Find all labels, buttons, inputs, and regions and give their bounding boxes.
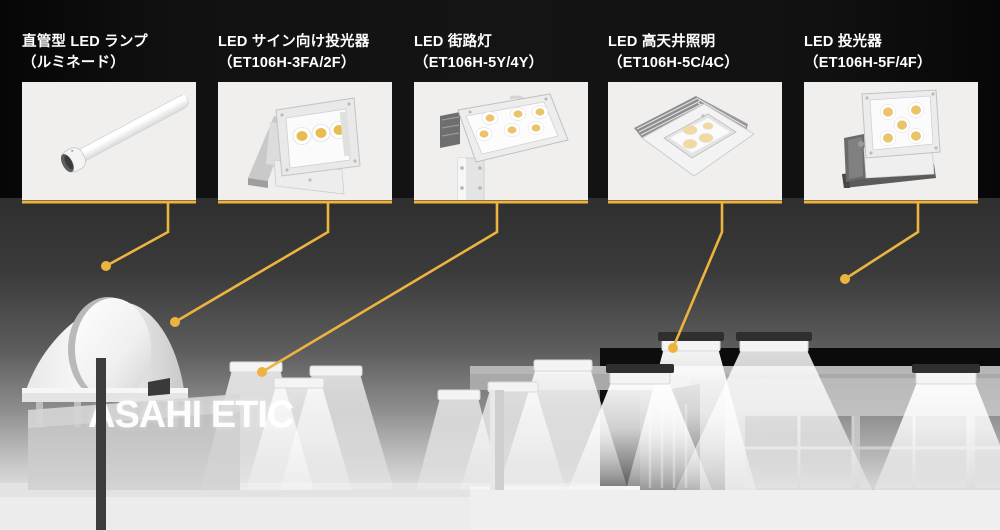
product-label-sign-floodlight: LED サイン向け投光器 （ET106H-3FA/2F） bbox=[218, 32, 369, 74]
product-thumbnail-sign-floodlight bbox=[218, 82, 392, 200]
label-line-1: 直管型 LED ランプ bbox=[22, 34, 148, 50]
led-street-light-icon bbox=[414, 82, 588, 200]
night-scene: ASAHI ETIC bbox=[0, 198, 1000, 530]
label-line-2: （ET106H-3FA/2F） bbox=[218, 55, 356, 71]
led-tube-lamp-icon bbox=[22, 82, 196, 200]
label-line-2: （ET106H-5C/4C） bbox=[608, 55, 739, 71]
label-line-1: LED サイン向け投光器 bbox=[218, 34, 370, 50]
product-label-highbay-light: LED 高天井照明 （ET106H-5C/4C） bbox=[608, 32, 739, 74]
product-label-floodlight: LED 投光器 （ET106H-5F/4F） bbox=[804, 32, 932, 74]
label-line-2: （ET106H-5F/4F） bbox=[804, 55, 932, 71]
scene-illustration bbox=[0, 297, 1000, 530]
led-floodlight-icon bbox=[804, 82, 978, 200]
label-line-2: （ルミネード） bbox=[22, 55, 125, 71]
label-line-1: LED 高天井照明 bbox=[608, 34, 716, 50]
label-line-2: （ET106H-5Y/4Y） bbox=[414, 55, 544, 71]
facility-sign-text: ASAHI ETIC bbox=[88, 394, 294, 436]
product-thumbnail-tube-lamp bbox=[22, 82, 196, 200]
product-thumbnail-street-light bbox=[414, 82, 588, 200]
led-sign-floodlight-icon bbox=[218, 82, 392, 200]
label-line-1: LED 街路灯 bbox=[414, 34, 492, 50]
product-thumbnail-floodlight bbox=[804, 82, 978, 200]
product-label-tube-lamp: 直管型 LED ランプ （ルミネード） bbox=[22, 32, 148, 74]
label-line-1: LED 投光器 bbox=[804, 34, 882, 50]
led-highbay-light-icon bbox=[608, 82, 782, 200]
product-thumbnail-highbay-light bbox=[608, 82, 782, 200]
product-label-street-light: LED 街路灯 （ET106H-5Y/4Y） bbox=[414, 32, 543, 74]
sign-pole-overlay bbox=[96, 358, 106, 530]
